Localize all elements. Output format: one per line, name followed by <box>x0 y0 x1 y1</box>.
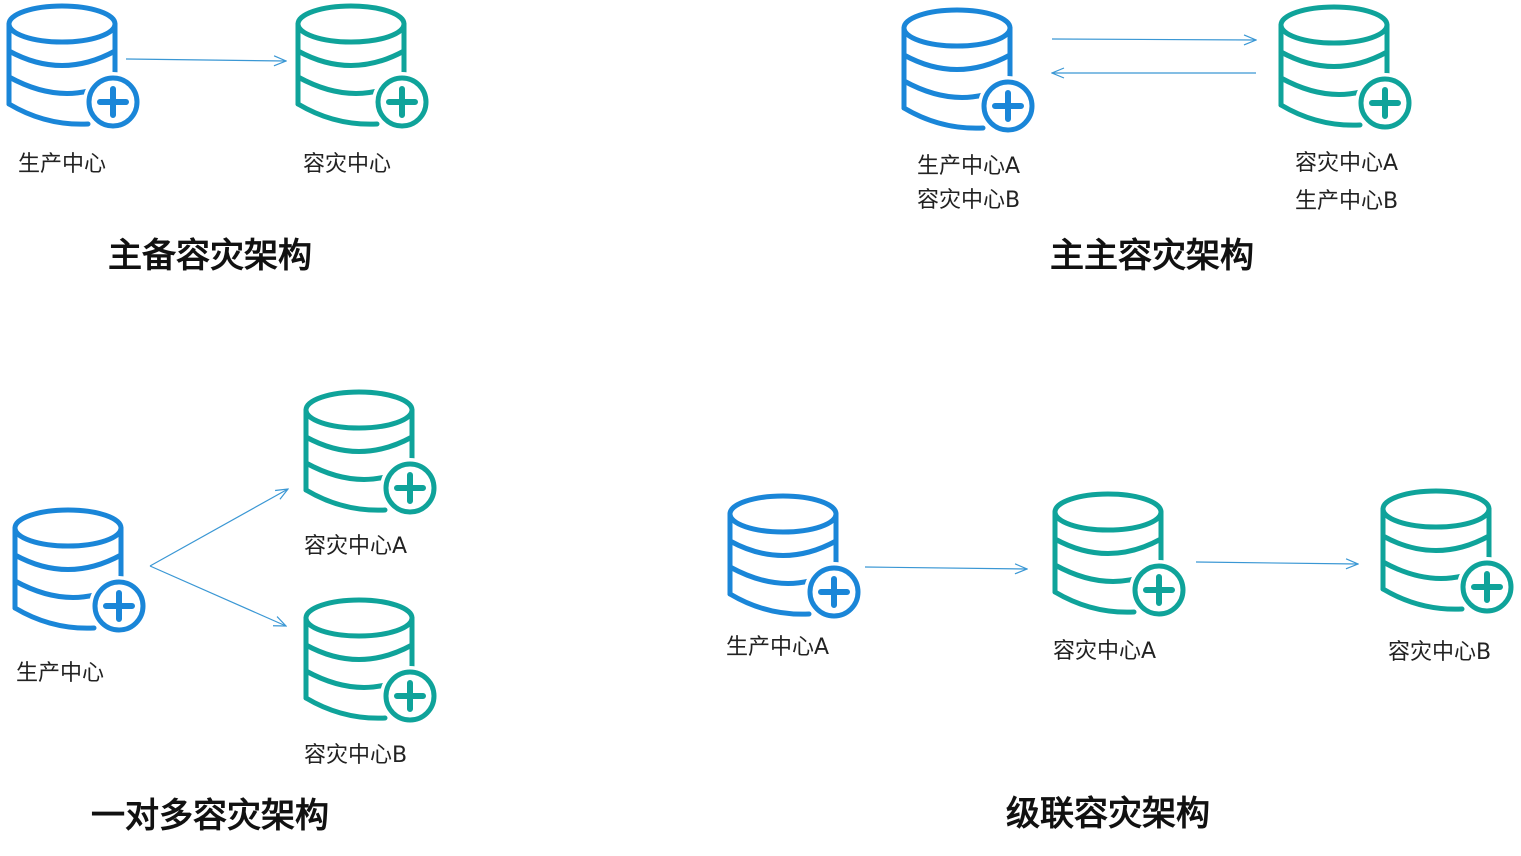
replication-arrow-to-dr-a <box>149 489 288 567</box>
right-label-1: 容灾中心A <box>1295 151 1399 176</box>
dr-a-db-icon <box>303 389 440 518</box>
dr-center-b-label: 容灾中心B <box>1388 640 1492 665</box>
replication-arrow-forward <box>1051 39 1256 40</box>
replication-arrow-to-dr-b <box>1195 562 1358 564</box>
dr-db-icon <box>295 3 432 132</box>
one-to-many-title: 一对多容灾架构 <box>91 796 329 836</box>
replication-arrow <box>125 59 286 61</box>
active-active-title: 主主容灾架构 <box>1050 236 1254 276</box>
production-db-icon <box>6 3 143 132</box>
dr-b-db-icon <box>303 597 440 726</box>
production-center-label: 生产中心A <box>726 635 830 660</box>
dr-b-db-icon <box>1380 488 1517 617</box>
left-label-1: 生产中心A <box>917 154 1021 179</box>
dr-center-b-label: 容灾中心B <box>304 743 408 768</box>
replication-arrow-to-dr-b <box>149 565 286 626</box>
production-center-label: 生产中心 <box>18 152 107 177</box>
cascade-title: 级联容灾架构 <box>1006 794 1210 834</box>
left-label-2: 容灾中心B <box>917 188 1021 213</box>
dr-center-a-label: 容灾中心A <box>1053 639 1157 664</box>
dr-center-label: 容灾中心 <box>303 152 392 177</box>
production-db-icon <box>727 493 864 622</box>
right-label-2: 生产中心B <box>1295 189 1399 214</box>
production-center-label: 生产中心 <box>16 661 105 686</box>
active-standby-title: 主备容灾架构 <box>108 236 312 276</box>
dr-center-a-label: 容灾中心A <box>304 534 408 559</box>
production-db-icon <box>12 507 149 636</box>
replication-arrow-to-dr-a <box>864 567 1027 569</box>
db-a-icon <box>901 7 1038 136</box>
db-b-icon <box>1278 4 1415 133</box>
dr-a-db-icon <box>1052 491 1189 620</box>
